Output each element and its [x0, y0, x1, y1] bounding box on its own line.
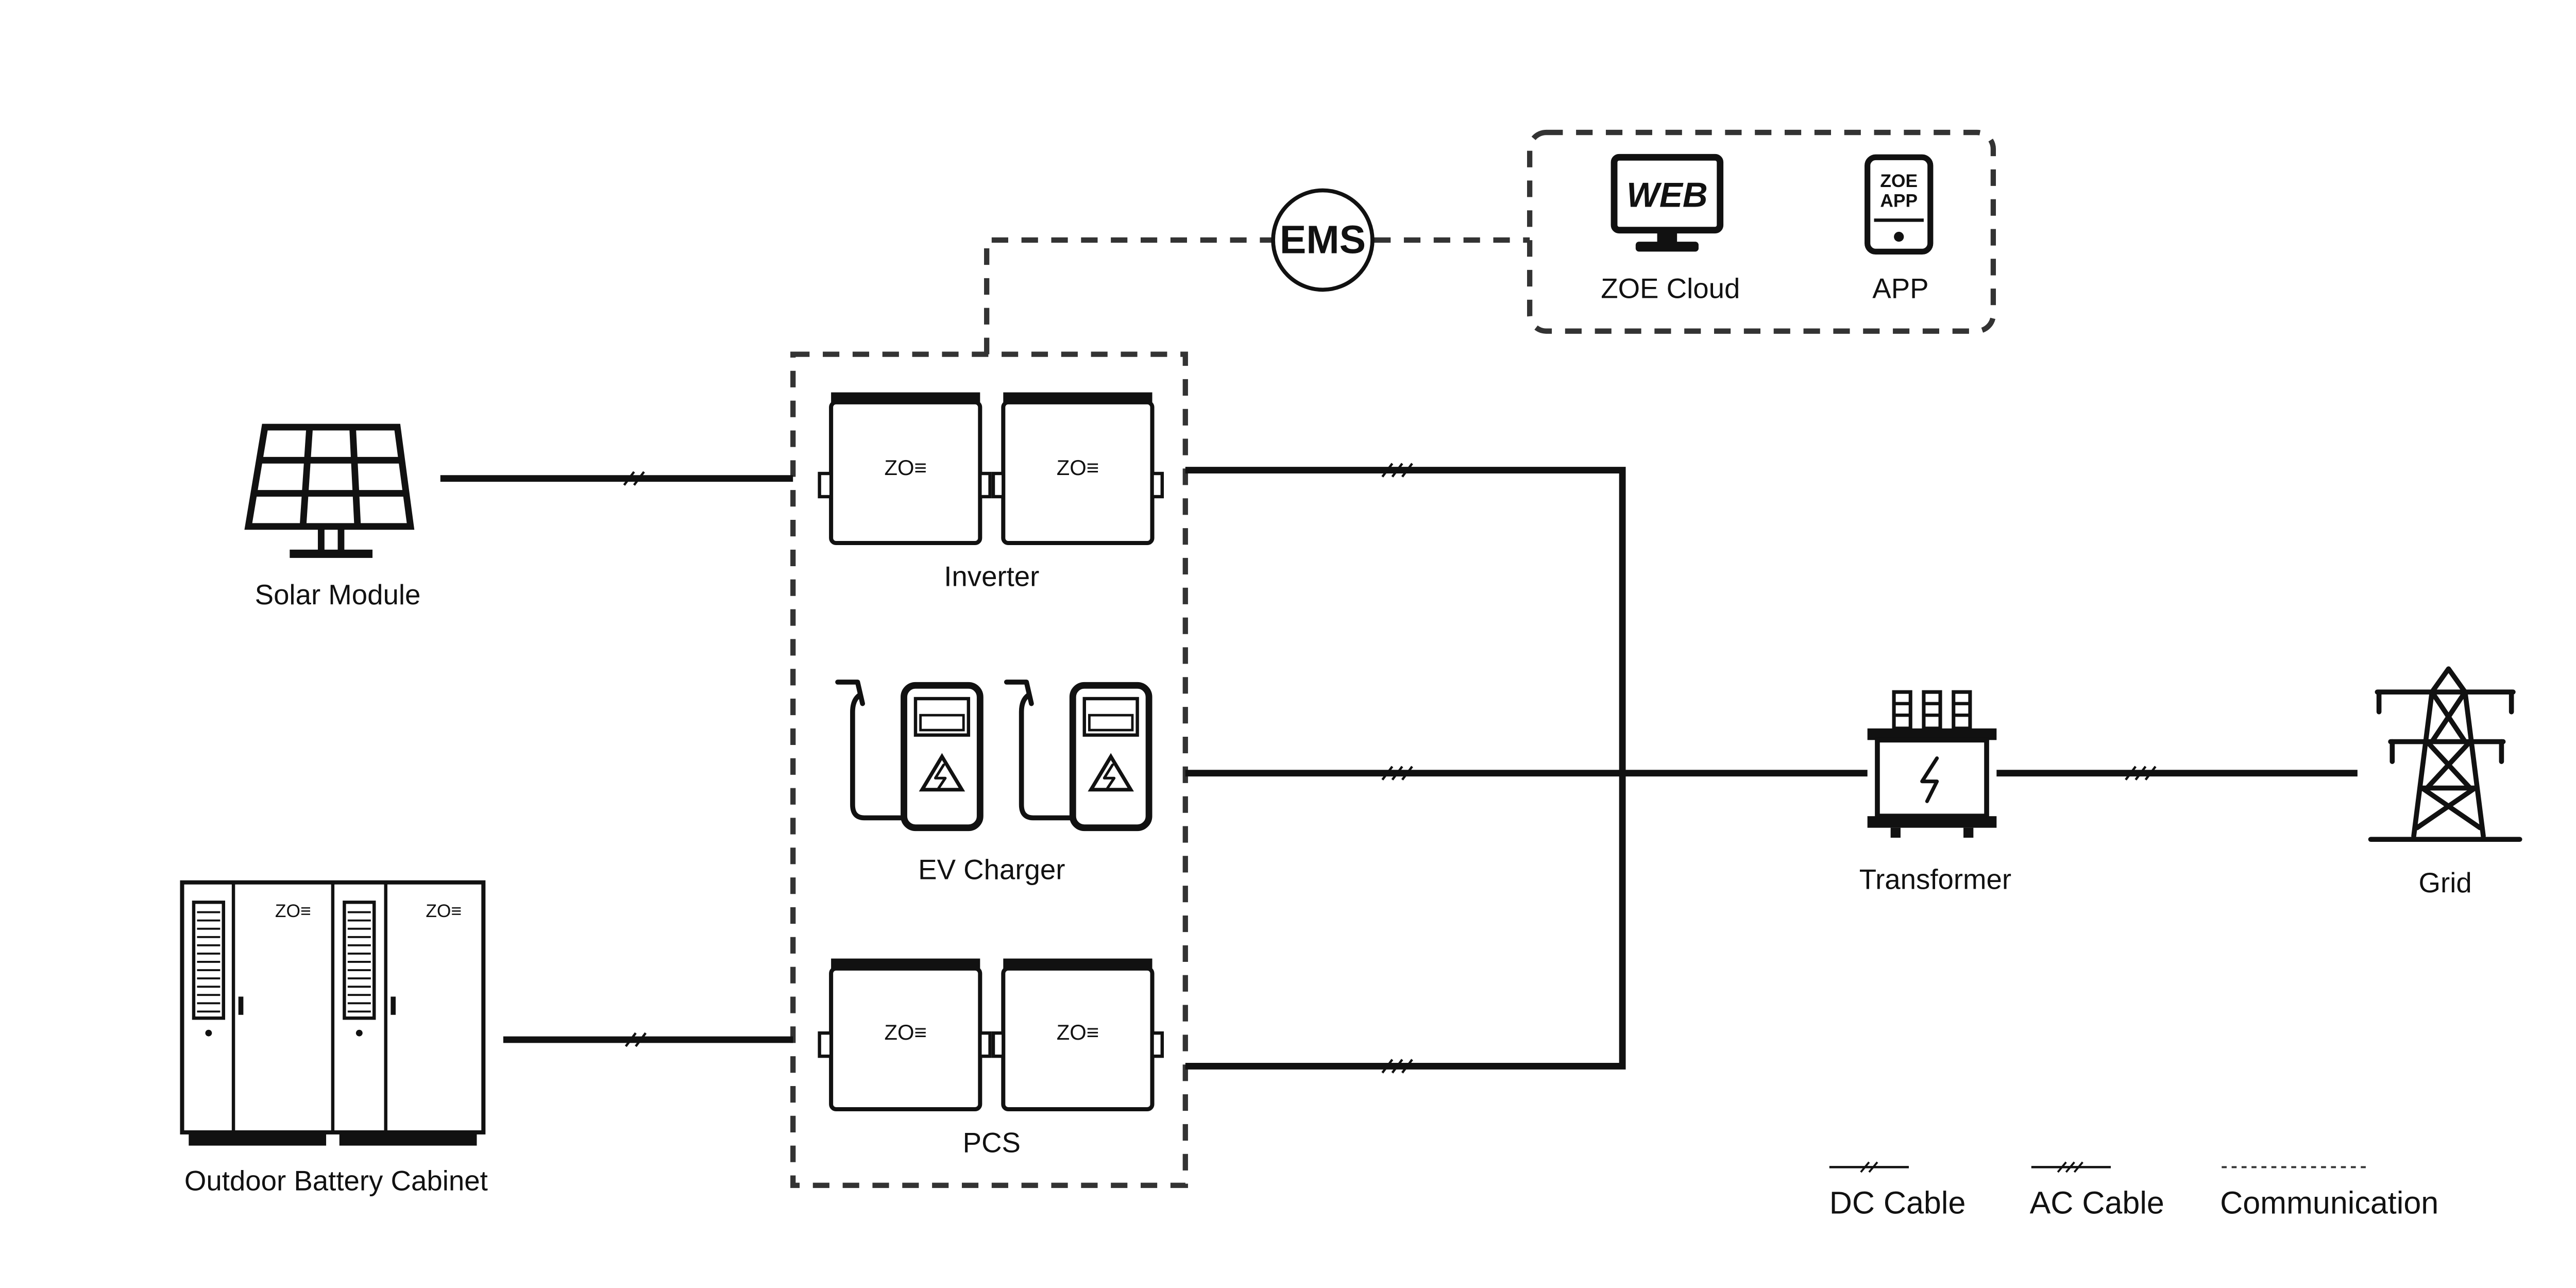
- legend-ac-label: AC Cable: [2030, 1185, 2164, 1220]
- inverter-unit-2: ZO≡: [991, 392, 1164, 546]
- app-label: APP: [1872, 273, 1928, 304]
- inverter-label: Inverter: [944, 561, 1039, 592]
- ev-charger-unit-2: [1004, 680, 1153, 832]
- cloud-group-frame: [1527, 129, 1996, 334]
- solar-module-label: Solar Module: [255, 579, 421, 611]
- dc-cable-solar-mark: [623, 471, 645, 486]
- zoe-cloud-label: ZOE Cloud: [1601, 273, 1740, 304]
- ev-charger-label: EV Charger: [918, 854, 1065, 885]
- legend-ac-cable: AC Cable: [2030, 1161, 2164, 1220]
- inverter-brand-1: ZO≡: [885, 455, 927, 480]
- legend-dc-cable: DC Cable: [1829, 1161, 1966, 1220]
- ems-to-inverter-link: [984, 237, 1272, 354]
- ac-cable-inverter: [1185, 467, 1626, 1070]
- pcs-label: PCS: [963, 1127, 1021, 1159]
- pcs-unit-2: ZO≡: [991, 958, 1164, 1111]
- pcs-brand-1: ZO≡: [885, 1020, 927, 1044]
- legend-dc-label: DC Cable: [1829, 1185, 1966, 1220]
- ems-label: EMS: [1280, 218, 1366, 262]
- legend-comm-label: Communication: [2220, 1185, 2438, 1220]
- battery-cabinet-icon: ZO≡ ZO≡: [180, 880, 486, 1146]
- pcs-unit-1: ZO≡: [818, 958, 992, 1111]
- transformer-icon: [1867, 690, 1997, 838]
- pcs-brand-2: ZO≡: [1057, 1020, 1099, 1044]
- dc-cable-battery-mark: [624, 1032, 647, 1047]
- battery-cabinet-label: Outdoor Battery Cabinet: [184, 1165, 488, 1196]
- phone-app-icon: ZOE APP: [1865, 154, 1934, 255]
- power-cables: [440, 463, 2358, 1074]
- ac-cable-marks: [1381, 463, 1413, 1074]
- web-screen-text: WEB: [1626, 176, 1707, 215]
- inverter-brand-2: ZO≡: [1057, 455, 1099, 480]
- battery-brand-2: ZO≡: [426, 901, 462, 921]
- battery-brand-1: ZO≡: [275, 901, 311, 921]
- inverter-unit-1: ZO≡: [818, 392, 992, 546]
- app-screen-line1: ZOE: [1880, 171, 1918, 191]
- transmission-tower-icon: [2368, 666, 2522, 842]
- legend-communication: Communication: [2220, 1166, 2438, 1220]
- ems-node: EMS: [1271, 188, 1375, 292]
- legend: DC Cable AC Cable Communication: [1829, 1161, 2438, 1220]
- ac-cable-grid-mark: [2125, 766, 2157, 781]
- grid-label: Grid: [2419, 867, 2472, 899]
- web-monitor-icon: WEB: [1611, 154, 1724, 252]
- solar-panel-icon: [244, 423, 415, 558]
- ev-charger-unit-1: [835, 680, 984, 832]
- app-screen-line2: APP: [1880, 191, 1918, 211]
- transformer-label: Transformer: [1859, 864, 2011, 895]
